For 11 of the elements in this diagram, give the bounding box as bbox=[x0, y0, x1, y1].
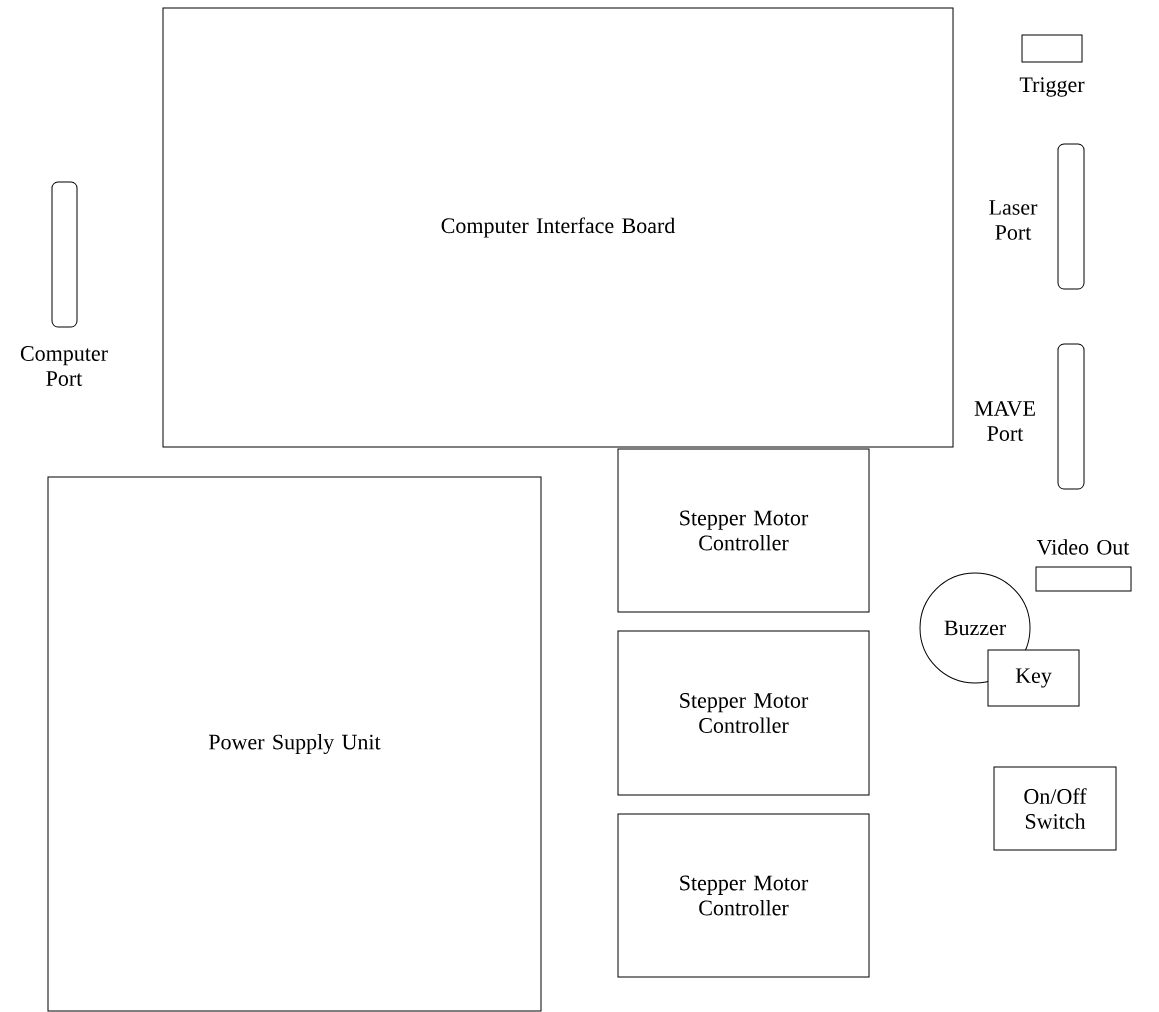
port-label: MAVE Port bbox=[974, 401, 1035, 441]
module-box: Stepper Motor Controller bbox=[617, 630, 870, 796]
module-box: Stepper Motor Controller bbox=[617, 448, 870, 613]
port-label: Laser Port bbox=[989, 200, 1038, 240]
port-label: Computer Port bbox=[20, 346, 108, 386]
port-label: Trigger bbox=[1019, 77, 1085, 97]
module-box: Stepper Motor Controller bbox=[617, 813, 870, 978]
switch-box: On/Off Switch bbox=[993, 766, 1117, 851]
key-box: Key bbox=[987, 649, 1080, 707]
module-box: Power Supply Unit bbox=[47, 476, 542, 1012]
port-label: Video Out bbox=[1036, 539, 1130, 555]
